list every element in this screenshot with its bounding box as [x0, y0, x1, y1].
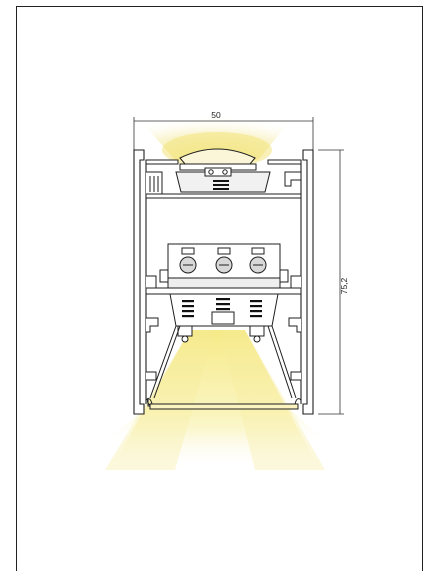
- profile-outer-walls: [133, 149, 314, 415]
- spring-icon: [182, 298, 262, 318]
- bottom-diffuser: [145, 397, 302, 410]
- profile-top-web: [145, 159, 302, 199]
- width-label: 50: [211, 110, 221, 120]
- light-beam-bottom: [100, 330, 330, 470]
- height-dimension: [318, 149, 344, 415]
- reflector-legs: [149, 325, 297, 399]
- height-label: 75,2: [339, 277, 349, 294]
- profile-middle-web: [145, 275, 302, 381]
- width-dimension: [133, 117, 314, 150]
- page-frame: [16, 6, 423, 571]
- screw-icon: [179, 247, 267, 274]
- spring-icon: [213, 180, 229, 190]
